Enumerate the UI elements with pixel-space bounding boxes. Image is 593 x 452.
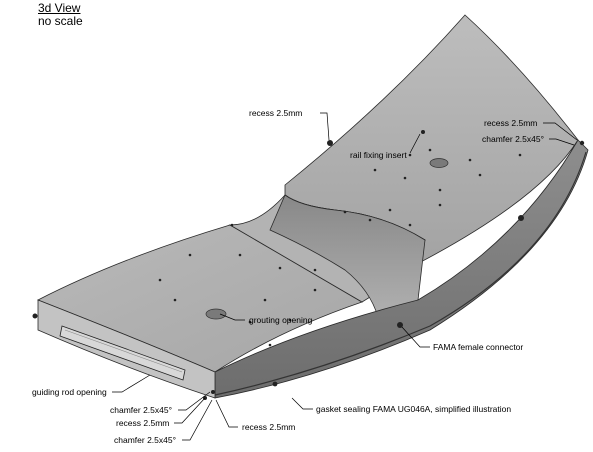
callouts: recess 2.5mm rail fixing insert recess 2… bbox=[32, 108, 578, 445]
rail-insert-hole bbox=[429, 158, 449, 168]
scale-note: no scale bbox=[38, 14, 83, 28]
label-recess-bottom-right: recess 2.5mm bbox=[242, 422, 295, 432]
outer-rim-band bbox=[214, 139, 589, 399]
label-guiding-rod-opening: guiding rod opening bbox=[32, 387, 107, 397]
title-block: 3d View no scale bbox=[38, 2, 83, 28]
label-recess-top: recess 2.5mm bbox=[249, 108, 302, 118]
view-title: 3d View bbox=[38, 1, 81, 15]
label-fama-connector: FAMA female connector bbox=[433, 342, 523, 352]
grouting-opening-hole bbox=[205, 308, 227, 320]
label-gasket-sealing: gasket sealing FAMA UG046A, simplified i… bbox=[316, 404, 511, 414]
label-recess-bottom: recess 2.5mm bbox=[116, 418, 169, 428]
label-chamfer-bottom-1: chamfer 2.5x45° bbox=[110, 405, 172, 415]
label-chamfer-bottom-2: chamfer 2.5x45° bbox=[114, 435, 176, 445]
gasket-line bbox=[214, 151, 587, 396]
label-chamfer-right: chamfer 2.5x45° bbox=[482, 134, 544, 144]
label-grouting-opening: grouting opening bbox=[249, 315, 313, 325]
label-recess-right: recess 2.5mm bbox=[484, 118, 537, 128]
label-rail-fixing-insert: rail fixing insert bbox=[350, 150, 407, 160]
